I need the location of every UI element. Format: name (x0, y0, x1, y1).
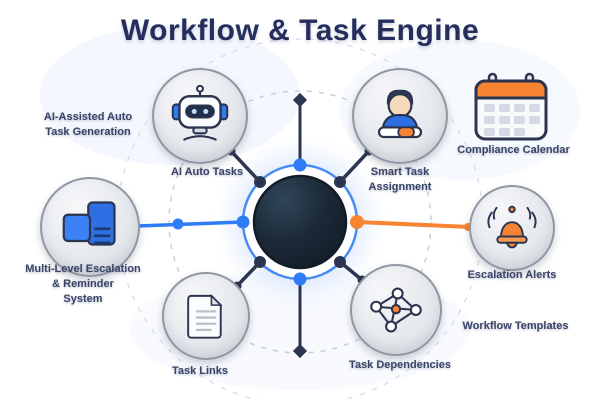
ring-dot-ne (334, 176, 346, 188)
ring-dot-se (334, 256, 346, 268)
node-smart-assignment (352, 68, 448, 164)
ring-dot-sw (254, 256, 266, 268)
robot-icon (171, 84, 229, 141)
node-escalation-alerts (469, 185, 555, 271)
label-compliance-calendar: Compliance Calendar (457, 144, 570, 156)
label-multi-level: Multi-Level Escalation & Reminder System (25, 263, 141, 305)
dot-left-mid (172, 218, 184, 230)
user-progress-icon (377, 89, 423, 139)
app-windows-icon (62, 201, 116, 246)
spoke-right-orange (356, 220, 471, 229)
diamond-node-bottom (292, 343, 308, 359)
ring-dot-top (293, 158, 307, 172)
network-graph-icon (370, 287, 422, 333)
label-workflow-templates: Workflow Templates (462, 320, 569, 332)
ring-dot-left (236, 215, 250, 229)
hub-core (252, 174, 348, 270)
ring-dot-right (350, 215, 364, 229)
label-task-links: Task Links (171, 365, 229, 377)
node-ai-assistant (152, 68, 248, 164)
label-ai-generation: AI-Assisted Auto Task Generation (43, 111, 133, 138)
node-multi-level-escalation (40, 177, 140, 277)
ring-dot-nw (254, 176, 266, 188)
bell-icon (487, 205, 537, 249)
node-task-links (162, 272, 250, 360)
label-smart-assignment: Smart Task Assignment (368, 166, 432, 193)
label-ai-assistant: AI Auto Tasks (170, 166, 244, 178)
page-title: Workflow & Task Engine (120, 14, 480, 47)
calendar-icon (474, 72, 548, 141)
label-task-dependencies: Task Dependencies (349, 359, 451, 371)
spoke-left-blue (137, 220, 244, 228)
label-escalation-alerts: Escalation Alerts (467, 269, 557, 281)
diamond-node-top (292, 92, 308, 108)
document-icon (187, 293, 223, 339)
node-task-dependencies (350, 264, 442, 356)
ring-dot-bottom (293, 272, 307, 286)
node-compliance-calendar (472, 72, 550, 149)
